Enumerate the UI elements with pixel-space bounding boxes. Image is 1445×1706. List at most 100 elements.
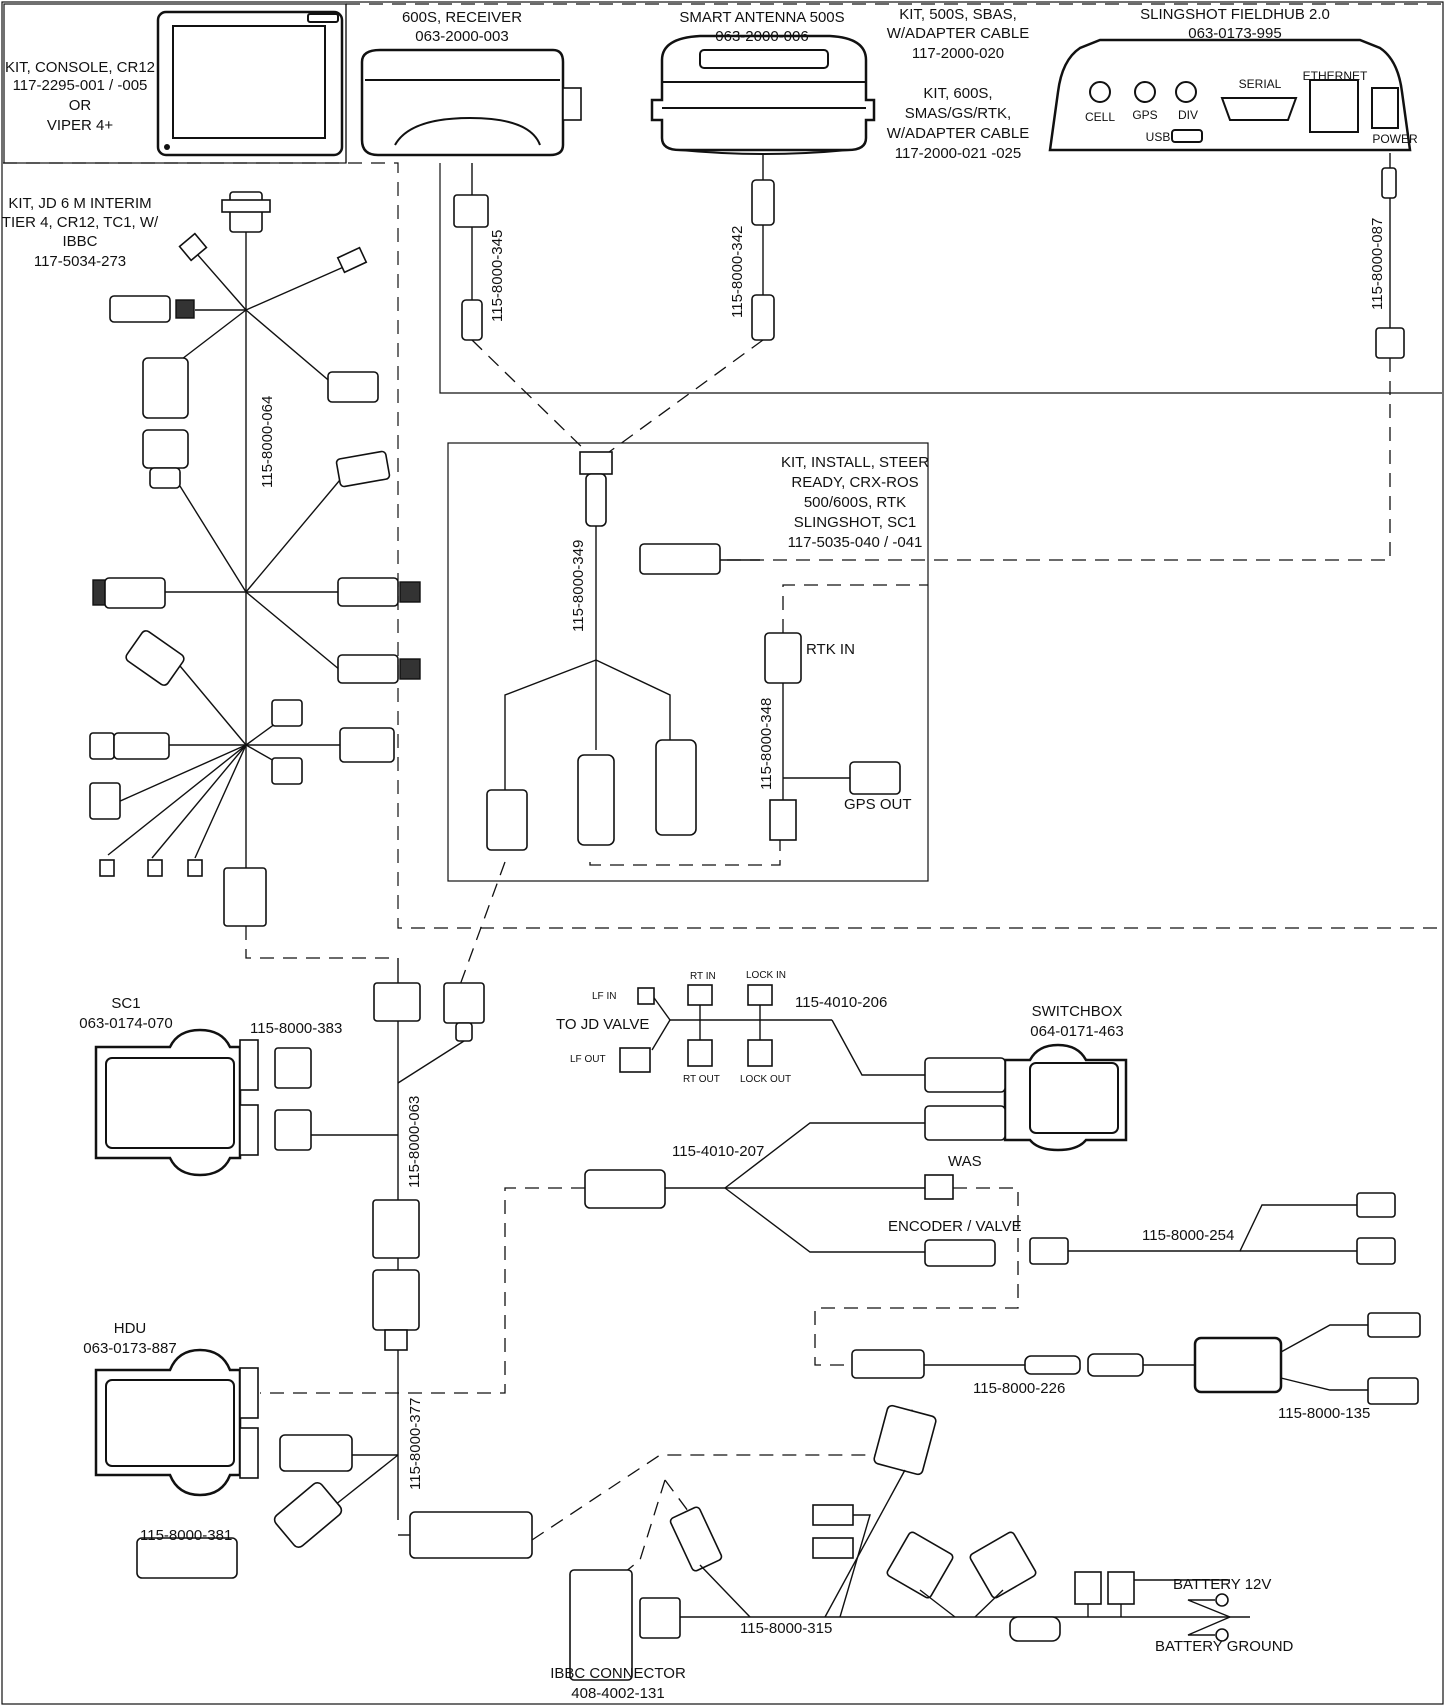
fieldhub-device: [1048, 38, 1412, 152]
rtk-in-label: RTK IN: [806, 641, 855, 658]
steer-kit-line-2: READY, CRX-ROS: [791, 474, 918, 491]
lf-out-label: LF OUT: [570, 1054, 606, 1065]
horizontal-cable-labels: 115-8000-383 115-4010-206 115-4010-207 1…: [140, 994, 1370, 1637]
switchbox-line-2: 064-0171-463: [1030, 1023, 1123, 1040]
kit-500s-label: KIT, 500S, SBAS, W/ADAPTER CABLE 117-200…: [887, 6, 1030, 62]
fieldhub-label: SLINGSHOT FIELDHUB 2.0 063-0173-995: [1140, 6, 1330, 42]
hdu-module: [94, 1348, 259, 1497]
sc1-label: SC1 063-0174-070: [79, 995, 172, 1032]
cable-206-label: 115-4010-206: [795, 994, 887, 1011]
kit-500s-line-3: 117-2000-020: [912, 45, 1004, 62]
receiver-line-1: 600S, RECEIVER: [402, 9, 522, 26]
kit-600s-label: KIT, 600S, SMAS/GS/RTK, W/ADAPTER CABLE …: [887, 85, 1030, 162]
lock-in-label: LOCK IN: [746, 970, 786, 981]
hdu-line-1: HDU: [114, 1320, 147, 1337]
gps-out-label: GPS OUT: [844, 796, 912, 813]
sc1-harness: [245, 926, 485, 1520]
cable-226-label: 115-8000-226: [973, 1380, 1065, 1397]
steer-kit-line-4: SLINGSHOT, SC1: [794, 514, 917, 531]
smart-antenna-device: [650, 34, 876, 155]
console-kit-label: KIT, CONSOLE, CR12 117-2295-001 / -005 O…: [5, 59, 155, 134]
steer-kit-line-3: 500/600S, RTK: [804, 494, 906, 511]
port-ethernet-label: ETHERNET: [1303, 69, 1368, 83]
jd-kit-line-1: KIT, JD 6 M INTERIM: [8, 195, 151, 212]
smart-antenna-label: SMART ANTENNA 500S 063-2000-006: [679, 9, 844, 45]
smart-antenna-line-2: 063-2000-006: [715, 28, 808, 45]
switchbox-module: [924, 1043, 1128, 1152]
port-div-label: DIV: [1178, 108, 1198, 122]
was-label: WAS: [948, 1153, 982, 1170]
switchbox-label: SWITCHBOX 064-0171-463: [1030, 1003, 1123, 1040]
ibbc-line-2: 408-4002-131: [571, 1685, 664, 1702]
kit-500s-line-1: KIT, 500S, SBAS,: [899, 6, 1017, 23]
lf-in-label: LF IN: [592, 991, 616, 1002]
steer-kit-line-5: 117-5035-040 / -041: [788, 534, 923, 551]
steer-kit-harness: [459, 451, 928, 986]
encoder-harness: [851, 1312, 1421, 1405]
cable-087-label: 115-8000-087: [1369, 218, 1386, 310]
port-cell-label: CELL: [1085, 110, 1115, 124]
rt-out-label: RT OUT: [683, 1074, 720, 1085]
steer-kit-label: KIT, INSTALL, STEER READY, CRX-ROS 500/6…: [781, 454, 929, 551]
jd-kit-line-4: 117-5034-273: [34, 253, 126, 270]
cable-377-label: 115-8000-377: [407, 1398, 424, 1490]
kit-600s-line-4: 117-2000-021 -025: [895, 145, 1022, 162]
switchbox-line-1: SWITCHBOX: [1032, 1003, 1123, 1020]
valve-harness: [619, 984, 925, 1076]
battery-ground-label: BATTERY GROUND: [1155, 1638, 1294, 1655]
was-encoder-harness: [260, 1122, 1396, 1394]
fieldhub-ports: CELL GPS DIV USB SERIAL ETHERNET POWER: [1085, 69, 1418, 146]
receiver-device: [360, 48, 582, 157]
ibbc-harness: [569, 1404, 1250, 1681]
fieldhub-line-1: SLINGSHOT FIELDHUB 2.0: [1140, 6, 1330, 23]
jd-kit-label: KIT, JD 6 M INTERIM TIER 4, CR12, TC1, W…: [2, 195, 159, 270]
cable-349-label: 115-8000-349: [570, 540, 587, 632]
battery-12v-label: BATTERY 12V: [1173, 1576, 1271, 1593]
cable-135-label: 115-8000-135: [1278, 1405, 1370, 1422]
receiver-line-2: 063-2000-003: [415, 28, 508, 45]
console-kit-line-4: VIPER 4+: [47, 117, 114, 134]
hdu-harness: [136, 1405, 913, 1579]
cable-345-label: 115-8000-345: [489, 230, 506, 322]
smart-antenna-line-1: SMART ANTENNA 500S: [679, 9, 844, 26]
kit-500s-line-2: W/ADAPTER CABLE: [887, 25, 1030, 42]
lock-out-label: LOCK OUT: [740, 1074, 791, 1085]
cable-348-label: 115-8000-348: [758, 698, 775, 790]
ibbc-line-1: IBBC CONNECTOR: [550, 1665, 686, 1682]
cable-342-label: 115-8000-342: [729, 226, 746, 318]
console-kit-line-1: KIT, CONSOLE, CR12: [5, 59, 155, 76]
console-kit-line-2: 117-2295-001 / -005: [13, 77, 148, 94]
to-jd-valve-label: TO JD VALVE: [556, 1016, 649, 1033]
sc1-line-1: SC1: [111, 995, 140, 1012]
cable-064-label: 115-8000-064: [259, 396, 276, 488]
steer-kit-line-1: KIT, INSTALL, STEER: [781, 454, 929, 471]
kit-600s-line-2: SMAS/GS/RTK,: [905, 105, 1011, 122]
hdu-label: HDU 063-0173-887: [83, 1320, 176, 1357]
receiver-label: 600S, RECEIVER 063-2000-003: [402, 9, 522, 45]
rt-in-label: RT IN: [690, 971, 716, 982]
jd-kit-line-2: TIER 4, CR12, TC1, W/: [2, 214, 159, 231]
cable-315-label: 115-8000-315: [740, 1620, 832, 1637]
port-serial-label: SERIAL: [1239, 77, 1282, 91]
port-power-label: POWER: [1372, 132, 1418, 146]
jd-harness: [89, 191, 421, 927]
functional-labels: RTK IN GPS OUT TO JD VALVE LF IN LF OUT …: [556, 641, 1294, 1655]
port-gps-label: GPS: [1132, 108, 1157, 122]
cable-207-label: 115-4010-207: [672, 1143, 764, 1160]
cable-063-label: 115-8000-063: [406, 1096, 423, 1188]
console-kit-line-3: OR: [69, 97, 92, 114]
kit-600s-line-1: KIT, 600S,: [923, 85, 992, 102]
top-cables: [453, 153, 1405, 561]
cable-381-label: 115-8000-381: [140, 1527, 232, 1544]
hdu-line-2: 063-0173-887: [83, 1340, 176, 1357]
kit-600s-line-3: W/ADAPTER CABLE: [887, 125, 1030, 142]
cable-383-label: 115-8000-383: [250, 1020, 342, 1037]
vertical-cable-labels: 115-8000-345 115-8000-342 115-8000-087 1…: [259, 218, 1386, 1490]
fieldhub-line-2: 063-0173-995: [1188, 25, 1281, 42]
cable-254-label: 115-8000-254: [1142, 1227, 1234, 1244]
console-device: [156, 10, 344, 157]
ibbc-label: IBBC CONNECTOR 408-4002-131: [550, 1665, 686, 1702]
jd-kit-line-3: IBBC: [62, 233, 97, 250]
port-usb-label: USB: [1146, 130, 1171, 144]
